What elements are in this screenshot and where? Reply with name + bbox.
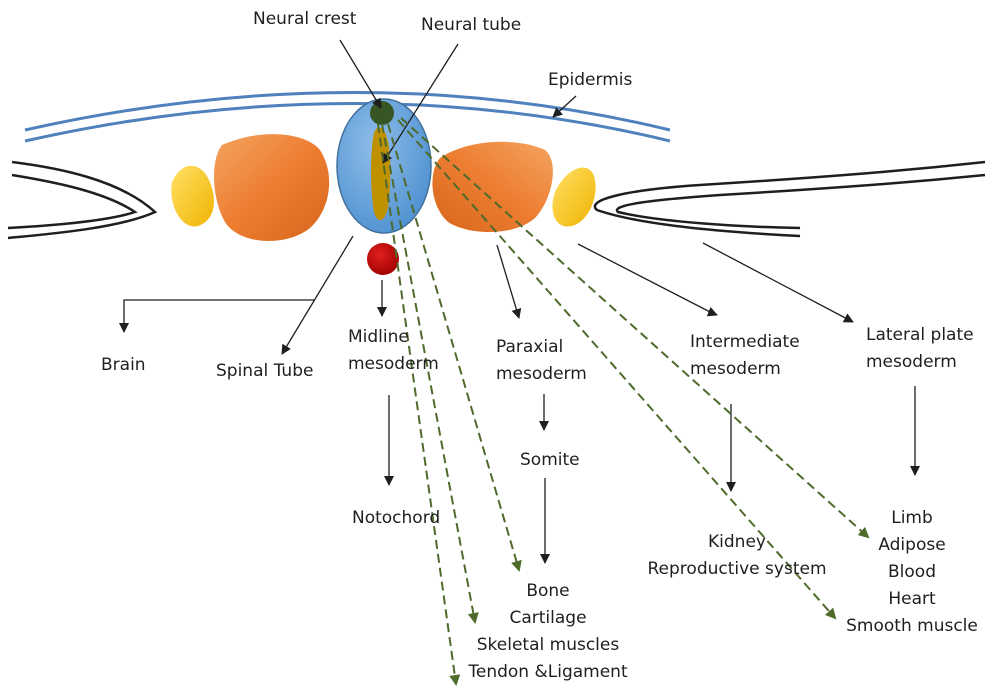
notochord-label: Notochord <box>352 505 440 532</box>
arrow-to-spinal-tube <box>282 236 353 354</box>
intermediate-mesoderm-label: Intermediate mesoderm <box>690 329 800 383</box>
solid-arrows <box>124 40 915 563</box>
derivative-reproductive-system: Reproductive system <box>632 556 842 583</box>
derivative-tendon-ligament: Tendon &Ligament <box>456 659 640 686</box>
notochord-cell <box>367 243 399 275</box>
left-lateral-folds <box>8 162 155 238</box>
arrow-to-intermediate-mesoderm <box>578 244 717 315</box>
arrow-to-paraxial-mesoderm <box>497 245 519 318</box>
derivative-kidney: Kidney <box>632 529 842 556</box>
somite-label: Somite <box>520 447 580 474</box>
arrow-to-brain <box>124 300 315 332</box>
paraxial-mesoderm-label: Paraxial mesoderm <box>496 334 587 388</box>
neural-crest-cell <box>370 101 394 125</box>
lateral-derivatives-list: Limb Adipose Blood Heart Smooth muscle <box>835 505 989 640</box>
derivative-skeletal-muscles: Skeletal muscles <box>456 632 640 659</box>
derivative-cartilage: Cartilage <box>456 605 640 632</box>
arrow-to-lateral-plate-mesoderm <box>703 243 853 322</box>
left-somite <box>214 134 329 241</box>
derivative-limb: Limb <box>835 505 989 532</box>
derivative-smooth-muscle: Smooth muscle <box>835 613 989 640</box>
midline-mesoderm-label: Midline mesoderm <box>348 324 439 378</box>
neural-tube-label: Neural tube <box>421 12 521 39</box>
paraxial-derivatives-list: Bone Cartilage Skeletal muscles Tendon &… <box>456 578 640 686</box>
lateral-plate-mesoderm-label: Lateral plate mesoderm <box>866 322 974 376</box>
right-lateral-folds <box>595 162 985 236</box>
intermediate-derivatives-list: Kidney Reproductive system <box>632 529 842 583</box>
derivative-heart: Heart <box>835 586 989 613</box>
spinal-tube-label: Spinal Tube <box>216 358 313 385</box>
right-lateral-plate-blob <box>552 168 595 227</box>
derivative-blood: Blood <box>835 559 989 586</box>
epidermis-label: Epidermis <box>548 67 632 94</box>
arrow-neural-crest-label <box>340 40 381 108</box>
derivative-bone: Bone <box>456 578 640 605</box>
neural-crest-label: Neural crest <box>253 6 356 33</box>
derivative-adipose: Adipose <box>835 532 989 559</box>
right-somite <box>432 142 552 232</box>
left-lateral-plate-blob <box>171 166 214 227</box>
brain-label: Brain <box>101 352 146 379</box>
